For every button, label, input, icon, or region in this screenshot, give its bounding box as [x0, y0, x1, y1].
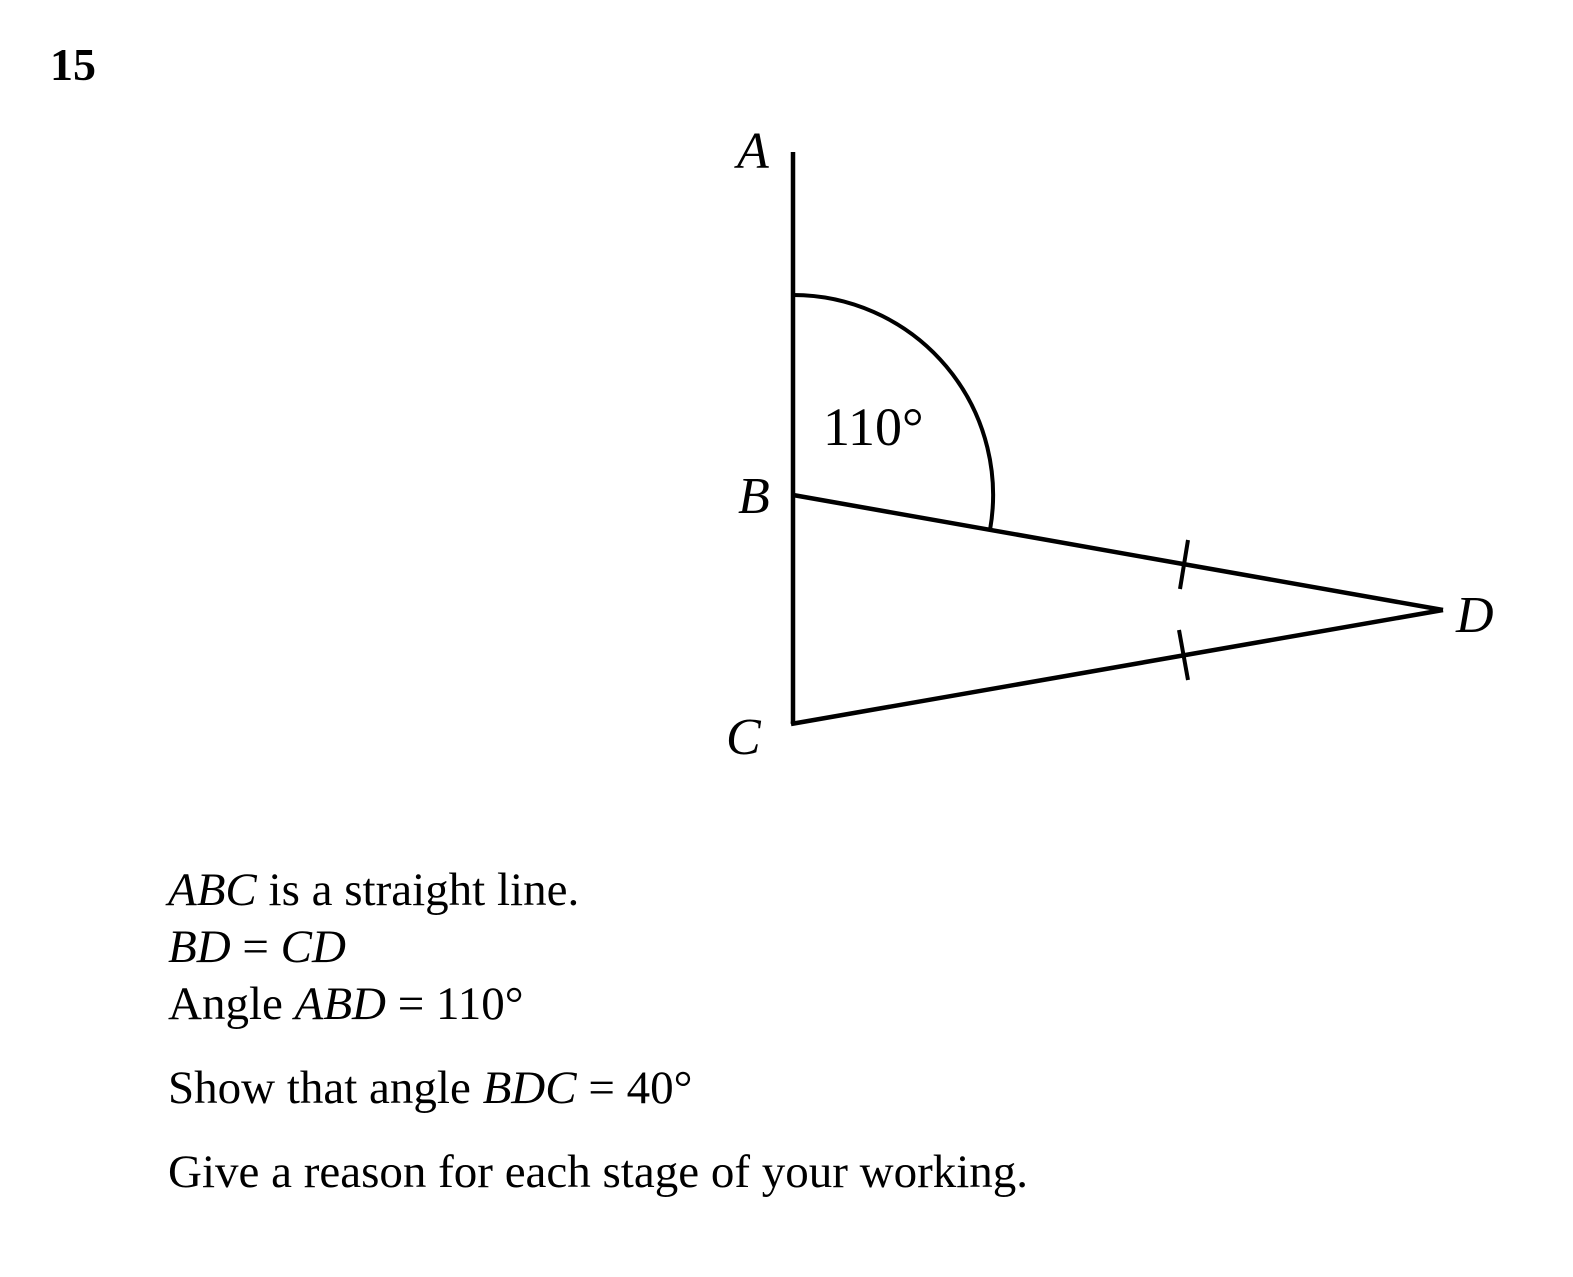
term-bd: BD — [168, 921, 231, 973]
statement-straight-line: ABC is a straight line. — [168, 864, 580, 916]
term-bdc: BDC — [482, 1062, 577, 1114]
term-abd: ABD — [294, 978, 386, 1030]
instruction-show-angle: Show that angle BDC = 40° — [168, 1062, 693, 1114]
tick-mark-bd — [1178, 539, 1190, 590]
instruction-give-reason: Give a reason for each stage of your wor… — [168, 1146, 1029, 1198]
vertex-label-d: D — [1455, 587, 1494, 644]
statement-equal-sides: BD = CD — [168, 921, 346, 973]
term-abc: ABC — [168, 864, 257, 916]
tick-mark-cd — [1177, 629, 1190, 681]
angle-label: 110° — [823, 397, 924, 457]
vertex-label-c: C — [726, 709, 762, 766]
line-cd — [790, 607, 1444, 727]
question-number: 15 — [50, 39, 96, 90]
geometry-diagram: A B C D 110° — [726, 123, 1494, 766]
vertex-label-a: A — [734, 123, 769, 180]
statement-angle-abd: Angle ABD = 110° — [168, 978, 524, 1030]
term-cd: CD — [280, 921, 346, 973]
question-text: ABC is a straight line. BD = CD Angle AB… — [168, 862, 1028, 1201]
vertex-label-b: B — [738, 468, 770, 525]
angle-arc-abd — [792, 293, 996, 531]
line-bd — [792, 492, 1444, 613]
